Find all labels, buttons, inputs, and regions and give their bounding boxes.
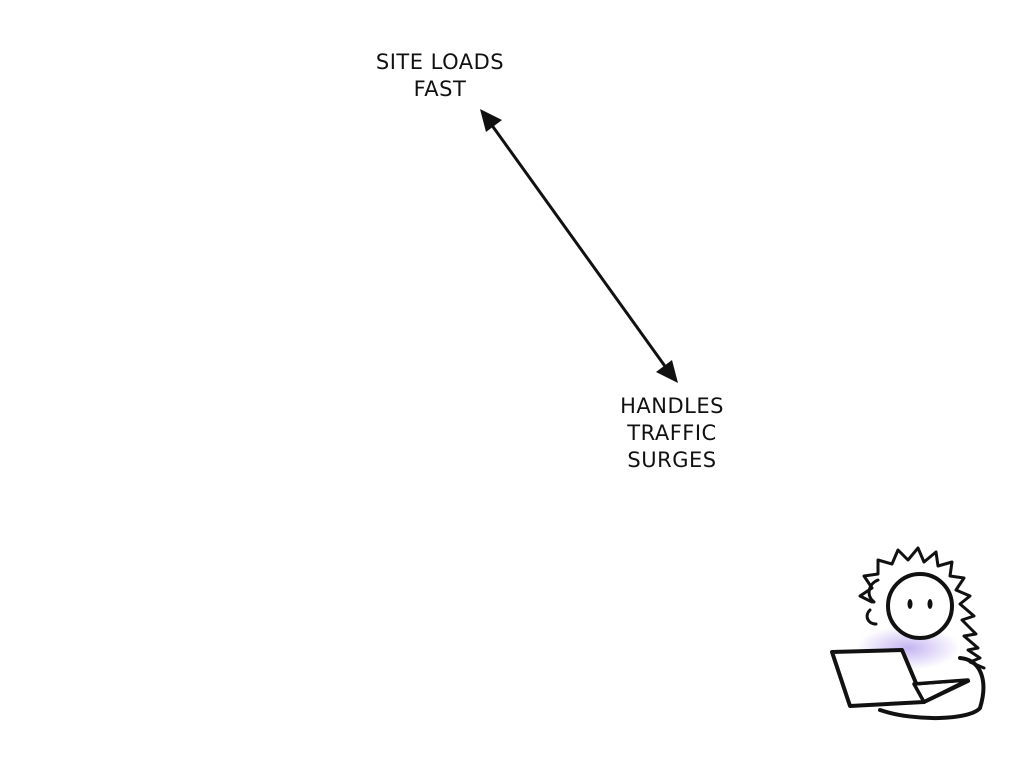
node-handles-traffic-surges: Handles traffic surges <box>572 393 772 474</box>
right-eye <box>927 599 933 609</box>
hair-icon <box>858 546 986 670</box>
left-eye <box>907 599 913 609</box>
hair-left-curl <box>865 578 880 626</box>
head <box>886 572 954 640</box>
laptop-top-edge <box>914 678 970 686</box>
node-site-loads-fast-line-1: Site loads <box>375 50 505 74</box>
node-handles-traffic-surges-line-2: traffic <box>627 421 717 445</box>
arrow-head-top <box>480 109 502 132</box>
arrow-head-bottom <box>656 360 678 383</box>
node-handles-traffic-surges-line-3: surges <box>627 448 717 472</box>
laptop-base-edge <box>922 679 970 704</box>
arrow-shaft <box>489 122 669 371</box>
node-site-loads-fast-line-2: fast <box>413 77 467 101</box>
node-handles-traffic-surges-line-1: Handles <box>620 394 724 418</box>
node-site-loads-fast: Site loads fast <box>340 49 540 103</box>
person-with-laptop-icon <box>830 546 986 721</box>
body <box>878 656 986 721</box>
